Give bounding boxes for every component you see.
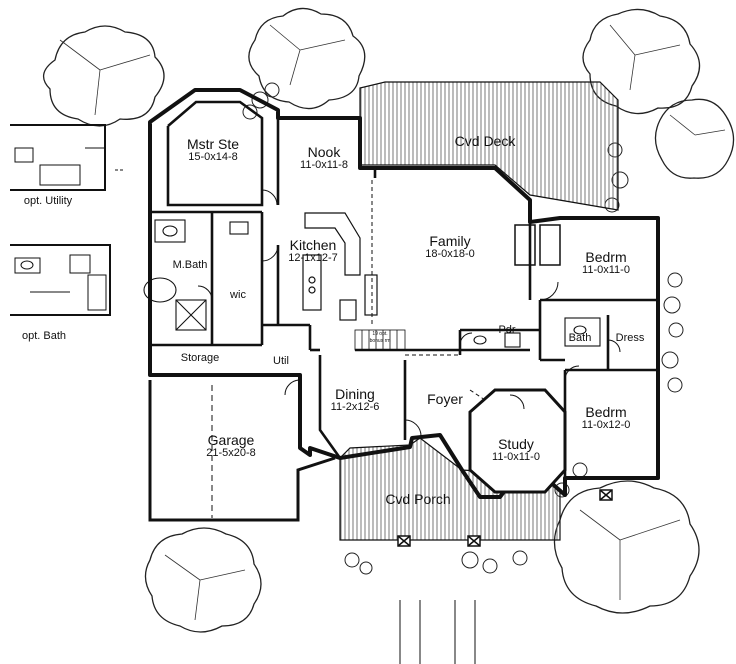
- garage-walls: [148, 380, 336, 522]
- nook-dims: 11-0x11-8: [300, 158, 348, 171]
- storage-label: Storage: [180, 352, 220, 364]
- study-dims: 11-0x11-0: [492, 450, 540, 463]
- master-suite-label: Mstr Ste 15-0x14-8: [187, 137, 239, 163]
- wic-label: wic: [230, 289, 246, 301]
- bedroom-1-dims: 11-0x11-0: [582, 263, 630, 276]
- openings-dashed: [371, 180, 501, 411]
- bedroom-1-name: Bedrm: [585, 249, 627, 265]
- kitchen-fixtures: [302, 212, 378, 321]
- dress-label: Dress: [615, 332, 645, 344]
- master-suite-name: Mstr Ste: [186, 136, 240, 152]
- stairs: [354, 329, 406, 351]
- dining-name: Dining: [335, 386, 375, 402]
- bath-fixtures: [143, 219, 601, 348]
- garage-dims: 21-5x20-8: [206, 446, 256, 459]
- foyer-label: Foyer: [427, 392, 463, 407]
- nook-label: Nook 11-0x11-8: [300, 145, 348, 171]
- master-suite-dims: 15-0x14-8: [188, 150, 238, 163]
- walkway-lines: [399, 600, 476, 664]
- opt-bath-inset: [10, 244, 111, 316]
- utility-label: Util: [273, 355, 289, 367]
- opt-utility-label: opt. Utility: [23, 195, 73, 207]
- powder-label: Pdr: [498, 324, 516, 336]
- covered-deck-name: Cvd Deck: [454, 133, 516, 149]
- family-dims: 18-0x18-0: [425, 247, 475, 260]
- garage-name: Garage: [207, 432, 255, 448]
- porch-columns: [397, 489, 613, 547]
- family-label: Family 18-0x18-0: [425, 234, 475, 260]
- interior-walls: [150, 100, 658, 478]
- tree-branch-lines: [59, 24, 726, 621]
- tree-top-center: [248, 7, 366, 110]
- kitchen-dims: 12-1x12-7: [288, 251, 338, 264]
- covered-porch-name: Cvd Porch: [385, 491, 451, 507]
- stair-note-2: bonus rm: [369, 338, 391, 344]
- study-walls: [468, 388, 567, 494]
- family-name: Family: [429, 233, 471, 249]
- opt-bath-label: opt. Bath: [21, 330, 67, 342]
- tree-top-left: [43, 25, 165, 127]
- study-label: Study 11-0x11-0: [492, 437, 540, 463]
- nook-name: Nook: [307, 144, 341, 160]
- master-bath-label: M.Bath: [172, 259, 208, 271]
- foyer-name: Foyer: [427, 391, 463, 407]
- bedroom-2-dims: 11-0x12-0: [581, 418, 631, 431]
- covered-deck-area: [359, 81, 619, 211]
- opt-utility-inset: [10, 124, 125, 191]
- stair-note-1: 19 opt.: [372, 331, 388, 337]
- dining-dims: 11-2x12-6: [330, 400, 380, 413]
- covered-deck-label: Cvd Deck: [455, 134, 516, 149]
- bedroom-2-name: Bedrm: [585, 404, 627, 420]
- bedroom-1-label: Bedrm 11-0x11-0: [582, 250, 630, 276]
- covered-porch-label: Cvd Porch: [385, 492, 450, 507]
- tree-right: [654, 98, 735, 179]
- bedroom-2-label: Bedrm 11-0x12-0: [582, 405, 631, 431]
- landscape-trees: [43, 7, 735, 633]
- dining-label: Dining 11-2x12-6: [331, 387, 380, 413]
- tree-bottom-right: [553, 480, 700, 614]
- garage-label: Garage 21-5x20-8: [206, 433, 256, 459]
- fireplace: [514, 224, 561, 266]
- kitchen-label: Kitchen 12-1x12-7: [288, 238, 338, 264]
- tree-bottom-left: [144, 527, 262, 633]
- study-name: Study: [498, 436, 534, 452]
- kitchen-name: Kitchen: [289, 237, 337, 253]
- door-swings: [197, 189, 621, 437]
- bath-label: Bath: [568, 332, 592, 344]
